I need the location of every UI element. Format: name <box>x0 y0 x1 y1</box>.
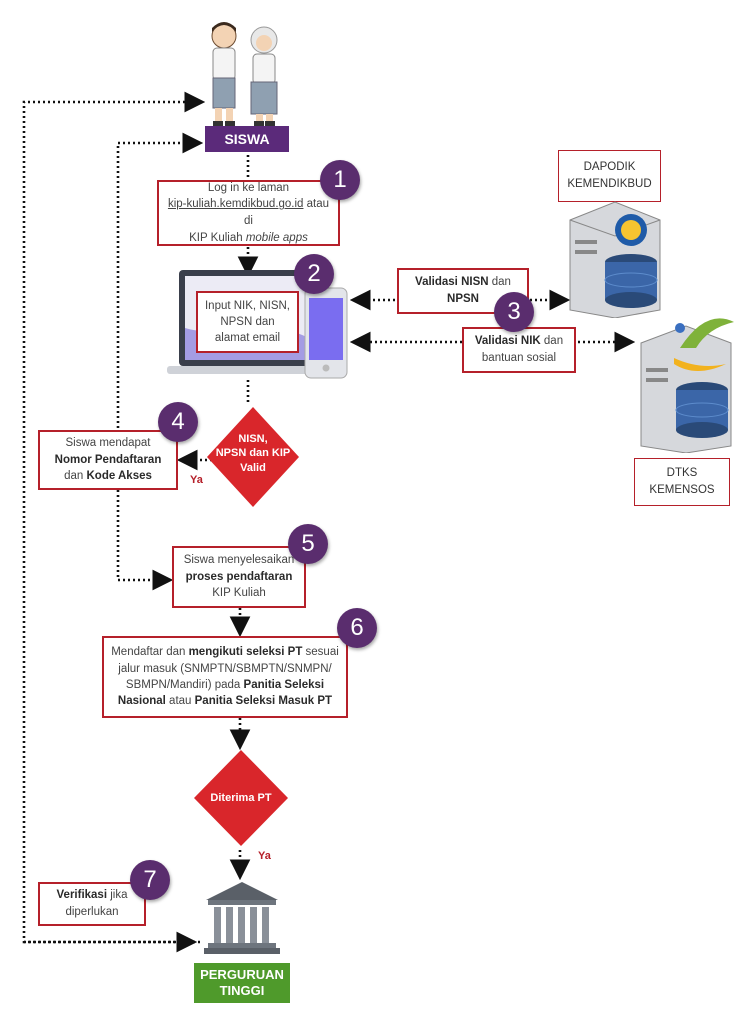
step7-bold: Verifikasi <box>56 889 108 902</box>
decision-diamond-diterima <box>194 750 288 846</box>
decision-diterima-yes: Ya <box>258 850 271 862</box>
step7-rest: jika <box>107 889 128 902</box>
siswa-label: SISWA <box>205 126 289 152</box>
decision-valid-yes: Ya <box>190 474 203 486</box>
validasi-nik-rest: dan <box>540 335 564 348</box>
step1-line3a: KIP Kuliah <box>189 231 246 244</box>
step7-line2: diperlukan <box>65 906 119 918</box>
validasi-nisn-box: Validasi NISN dan NPSN <box>397 268 529 314</box>
pt-line2: TINGGI <box>219 983 265 998</box>
dapodik-line2: KEMENDIKBUD <box>567 178 652 190</box>
dtks-line1: DTKS <box>666 466 698 479</box>
step1-mobile-apps: mobile apps <box>245 231 308 244</box>
step1-line1: Log in ke laman <box>207 181 290 194</box>
step5-bold: proses pendaftaran <box>185 570 293 583</box>
decision-diamond-valid <box>207 407 299 507</box>
step5-number: 5 <box>288 524 328 564</box>
decision-diterima-text: Diterima PT <box>210 792 272 804</box>
validasi-nisn-rest: dan <box>488 276 511 289</box>
dtks-box: DTKS KEMENSOS <box>634 458 730 506</box>
step1-after-link: atau di <box>244 198 330 227</box>
step5-line3: KIP Kuliah <box>212 587 266 600</box>
step4-box: Siswa mendapat Nomor Pendaftaran dan Kod… <box>38 430 178 490</box>
step1-box: Log in ke laman kip-kuliah.kemdikbud.go.… <box>157 180 340 246</box>
step2-box: Input NIK, NISN, NPSN dan alamat email <box>196 291 299 353</box>
step5-line1: Siswa menyelesaikan <box>183 553 295 566</box>
students-illustration <box>211 22 278 126</box>
dtks-server-icon <box>640 318 734 453</box>
validasi-nik-box: Validasi NIK dan bantuan sosial <box>462 327 576 373</box>
step6-number: 6 <box>337 608 377 648</box>
validasi-npsn-bold: NPSN <box>447 293 479 305</box>
step3-number: 3 <box>494 292 534 332</box>
step5-box: Siswa menyelesaikan proses pendaftaran K… <box>172 546 306 608</box>
step7-number: 7 <box>130 860 170 900</box>
dapodik-line1: DAPODIK <box>583 160 636 173</box>
step1-number: 1 <box>320 160 360 200</box>
step4-nomor: Nomor Pendaftaran <box>54 453 162 466</box>
pt-line1: PERGURUAN <box>200 966 284 982</box>
dapodik-box: DAPODIK KEMENDIKBUD <box>558 150 661 202</box>
step7-box: Verifikasi jika diperlukan <box>38 882 146 926</box>
university-building-icon <box>204 882 280 954</box>
step4-kode: Kode Akses <box>86 470 152 483</box>
step4-number: 4 <box>158 402 198 442</box>
kip-kuliah-link[interactable]: kip-kuliah.kemdikbud.go.id <box>167 198 304 211</box>
step2-number: 2 <box>294 254 334 294</box>
perguruan-tinggi-label: PERGURUAN TINGGI <box>194 963 290 1003</box>
validasi-nisn-bold: Validasi NISN <box>415 276 489 289</box>
step2-text: Input NIK, NISN, NPSN dan alamat email <box>204 299 290 345</box>
validasi-nik-bold: Validasi NIK <box>474 335 541 348</box>
step4-line1: Siswa mendapat <box>65 437 151 449</box>
validasi-nik-line2: bantuan sosial <box>481 352 557 364</box>
dtks-line2: KEMENSOS <box>649 484 715 496</box>
step6-box: Mendaftar dan mengikuti seleksi PT sesua… <box>102 636 348 718</box>
decision-valid-text: NISN, NPSN dan KIP Valid <box>215 433 291 474</box>
step4-line3a: dan <box>64 470 87 483</box>
dapodik-server-icon <box>569 201 661 318</box>
